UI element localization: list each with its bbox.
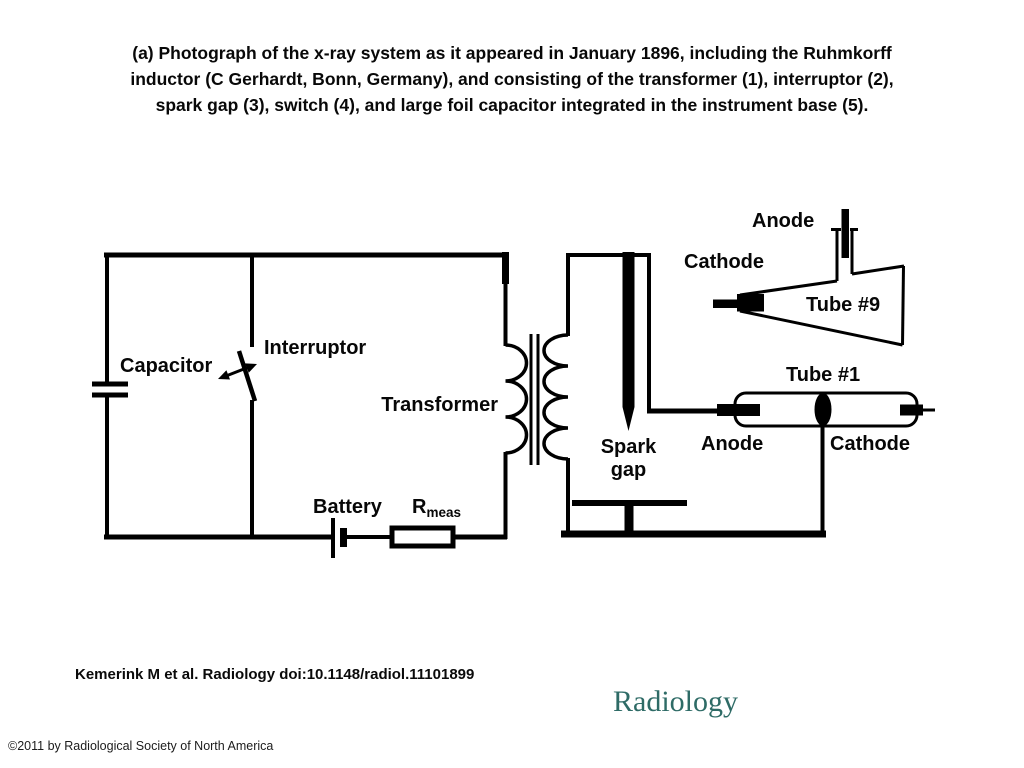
primary-circuit-wires	[104, 252, 509, 540]
tube1-drawing	[717, 391, 935, 428]
citation-text: Kemerink M et al. Radiology doi:10.1148/…	[75, 666, 475, 683]
interruptor-switch-symbol	[218, 350, 258, 402]
spark-gap-symbol	[572, 252, 687, 536]
secondary-circuit-wires	[561, 253, 826, 538]
r-meas-label: Rmeas	[412, 497, 461, 523]
tube9-drawing	[713, 209, 905, 347]
transformer-symbol	[505, 253, 570, 536]
r-meas-base: R	[412, 496, 427, 518]
spark-gap-label: Spark gap	[600, 436, 657, 481]
battery-label: Battery	[313, 496, 382, 518]
figure-caption: (a) Photograph of the x-ray system as it…	[130, 43, 894, 115]
resistor-symbol	[389, 525, 456, 549]
battery-symbol	[331, 518, 347, 558]
tube1-name-label: Tube #1	[786, 364, 861, 386]
interruptor-label: Interruptor	[264, 337, 367, 359]
capacitor-symbol	[92, 381, 128, 398]
tube9-name-label: Tube #9	[806, 294, 881, 316]
copyright-text: ©2011 by Radiological Society of North A…	[8, 739, 274, 753]
r-meas-subscript: meas	[426, 505, 461, 520]
tube1-anode-label: Anode	[701, 433, 764, 455]
tube9-cathode-label: Cathode	[684, 251, 764, 273]
capacitor-label: Capacitor	[120, 355, 213, 377]
tube1-cathode-label: Cathode	[830, 433, 910, 455]
tube9-anode-label: Anode	[752, 210, 815, 232]
radiology-journal-logo: Radiology	[613, 685, 738, 718]
transformer-label: Transformer	[381, 394, 498, 416]
